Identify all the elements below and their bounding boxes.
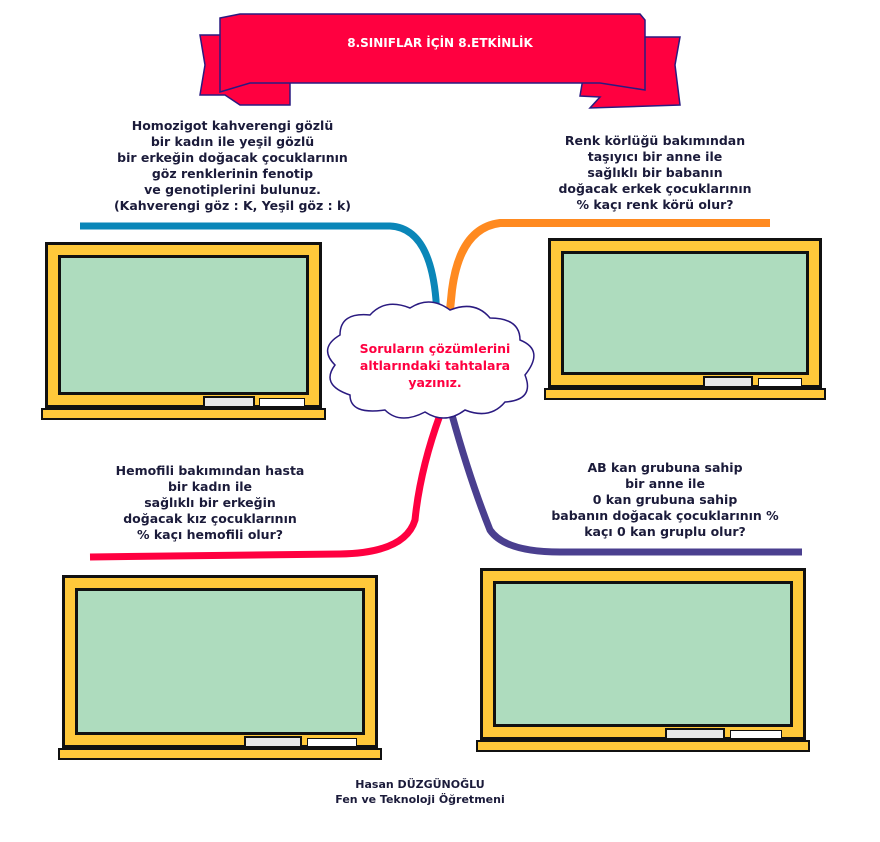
eraser-icon bbox=[244, 736, 302, 748]
cloud-instruction: Soruların çözümlerini altlarındaki tahta… bbox=[359, 341, 511, 390]
board-frame bbox=[548, 238, 822, 388]
board-ledge bbox=[58, 748, 382, 760]
chalk-icon bbox=[307, 738, 357, 747]
branch-red bbox=[89, 413, 444, 561]
chalk-icon bbox=[758, 378, 802, 387]
board-frame bbox=[62, 575, 378, 748]
branch-purple bbox=[448, 414, 802, 556]
cloud-shape bbox=[326, 301, 535, 419]
question-bottom-left: Hemofili bakımından hasta bir kadın ile … bbox=[115, 463, 305, 542]
footer: Hasan DÜZGÜNOĞLU Fen ve Teknoloji Öğretm… bbox=[270, 777, 570, 807]
board-ledge bbox=[476, 740, 810, 752]
author-role: Fen ve Teknoloji Öğretmeni bbox=[335, 793, 505, 806]
board-frame bbox=[480, 568, 806, 740]
board-surface bbox=[493, 581, 793, 727]
banner-title: 8.SINIFLAR İÇİN 8.ETKİNLİK bbox=[347, 36, 533, 50]
board-frame bbox=[45, 242, 322, 408]
author-name: Hasan DÜZGÜNOĞLU bbox=[355, 778, 485, 791]
board-surface bbox=[58, 255, 309, 395]
board-surface bbox=[561, 251, 809, 375]
eraser-icon bbox=[665, 728, 725, 740]
question-bottom-right: AB kan grubuna sahip bir anne ile 0 kan … bbox=[551, 460, 779, 539]
question-top-left: Homozigot kahverengi gözlü bir kadın ile… bbox=[113, 118, 352, 213]
branch-orange bbox=[444, 219, 770, 331]
chalk-icon bbox=[259, 398, 305, 407]
branch-blue bbox=[80, 222, 441, 331]
banner-main bbox=[219, 13, 646, 94]
eraser-icon bbox=[703, 376, 753, 388]
chalk-icon bbox=[730, 730, 782, 739]
chalkboard-bottom-left[interactable] bbox=[58, 575, 382, 760]
chalkboard-top-right[interactable] bbox=[544, 238, 826, 400]
board-ledge bbox=[41, 408, 326, 420]
board-ledge bbox=[544, 388, 826, 400]
board-surface bbox=[75, 588, 365, 735]
eraser-icon bbox=[203, 396, 255, 408]
question-top-right: Renk körlüğü bakımından taşıyıcı bir ann… bbox=[558, 133, 752, 212]
chalkboard-bottom-right[interactable] bbox=[476, 568, 810, 752]
chalkboard-top-left[interactable] bbox=[41, 242, 326, 420]
